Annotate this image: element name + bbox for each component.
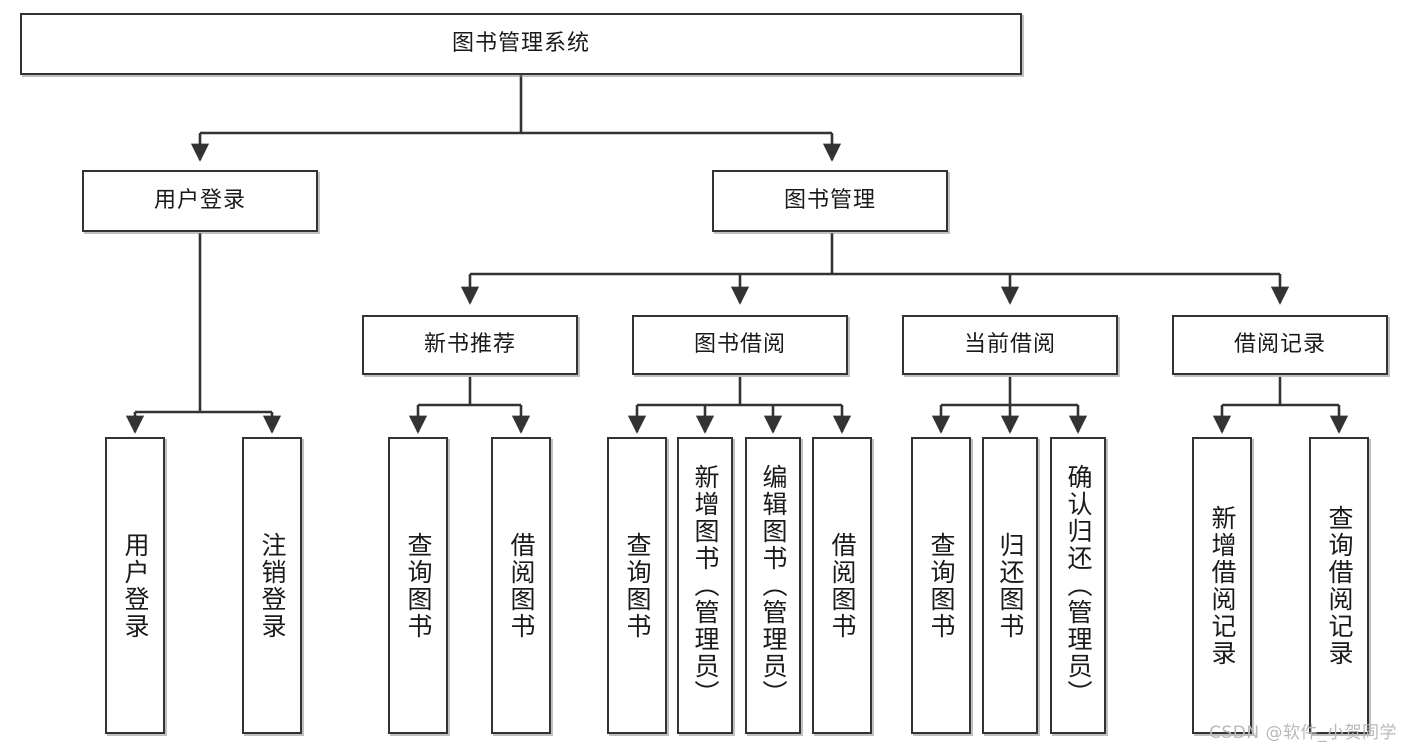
leaf-query-book-current-label: 查询图书 [927,531,956,640]
leaf-query-book-recommend[interactable]: 查询图书 [388,437,448,734]
leaf-query-book-current[interactable]: 查询图书 [911,437,971,734]
leaf-borrow-book-recommend-label: 借阅图书 [507,531,536,640]
node-new-book-recommend[interactable]: 新书推荐 [362,315,578,375]
node-root-label: 图书管理系统 [451,30,590,56]
node-root[interactable]: 图书管理系统 [20,13,1022,75]
leaf-query-borrow-record-label: 查询借阅记录 [1325,504,1354,667]
node-book-borrow[interactable]: 图书借阅 [632,315,848,375]
node-current-borrow[interactable]: 当前借阅 [902,315,1118,375]
leaf-confirm-return-admin-label: 确认归还（管理员） [1064,464,1093,707]
leaf-return-book-label: 归还图书 [996,531,1025,640]
node-current-borrow-label: 当前借阅 [963,331,1056,357]
node-borrow-record-label: 借阅记录 [1233,331,1326,357]
leaf-query-book-borrow-label: 查询图书 [623,531,652,640]
leaf-edit-book-admin[interactable]: 编辑图书（管理员） [745,437,801,734]
leaf-borrow-book-recommend[interactable]: 借阅图书 [491,437,551,734]
leaf-logout-label: 注销登录 [258,531,287,640]
node-user-login[interactable]: 用户登录 [82,170,318,232]
leaf-add-book-admin[interactable]: 新增图书（管理员） [677,437,733,734]
leaf-query-book-borrow[interactable]: 查询图书 [607,437,667,734]
leaf-logout[interactable]: 注销登录 [242,437,302,734]
node-book-management[interactable]: 图书管理 [712,170,948,232]
node-new-book-recommend-label: 新书推荐 [423,331,516,357]
leaf-edit-book-admin-label: 编辑图书（管理员） [759,464,788,707]
leaf-confirm-return-admin[interactable]: 确认归还（管理员） [1050,437,1106,734]
leaf-user-login[interactable]: 用户登录 [105,437,165,734]
node-book-borrow-label: 图书借阅 [693,331,786,357]
csdn-watermark: CSDN @软件_小贺同学 [1209,723,1397,743]
leaf-query-book-recommend-label: 查询图书 [404,531,433,640]
leaf-borrow-book-label: 借阅图书 [828,531,857,640]
leaf-return-book[interactable]: 归还图书 [982,437,1038,734]
leaf-add-borrow-record-label: 新增借阅记录 [1208,504,1237,667]
node-user-login-label: 用户登录 [153,187,246,213]
leaf-user-login-label: 用户登录 [121,531,150,640]
leaf-query-borrow-record[interactable]: 查询借阅记录 [1309,437,1369,734]
leaf-borrow-book[interactable]: 借阅图书 [812,437,872,734]
node-borrow-record[interactable]: 借阅记录 [1172,315,1388,375]
leaf-add-borrow-record[interactable]: 新增借阅记录 [1192,437,1252,734]
leaf-add-book-admin-label: 新增图书（管理员） [691,464,720,707]
node-book-management-label: 图书管理 [783,187,876,213]
